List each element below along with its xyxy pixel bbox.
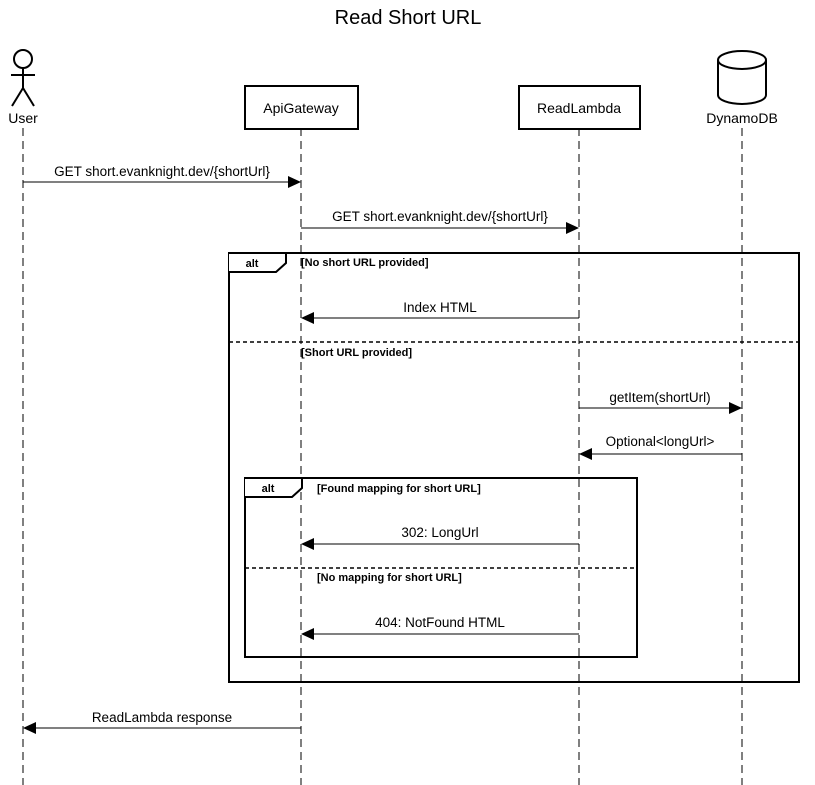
participant-api-gateway: ApiGateway [244,85,359,130]
user-actor-icon [11,49,35,107]
diagram-title: Read Short URL [335,7,482,29]
message-optional-long-url-label: Optional<longUrl> [606,434,715,449]
message-redirect-302-label: 302: LongUrl [401,525,478,540]
message-index-html: Index HTML [301,300,579,324]
participant-dynamodb-label: DynamoDB [706,110,778,126]
outer-alt-guard-2: [Short URL provided] [301,347,412,359]
message-redirect-302: 302: LongUrl [301,525,579,550]
message-lambda-response-label: ReadLambda response [92,710,232,725]
message-gateway-get: GET short.evanknight.dev/{shortUrl} [301,209,579,234]
message-get-item: getItem(shortUrl) [579,390,742,414]
message-get-item-label: getItem(shortUrl) [609,390,710,405]
participant-read-lambda-label: ReadLambda [537,100,621,116]
message-user-get: GET short.evanknight.dev/{shortUrl} [23,164,301,188]
inner-alt-tag: alt [262,483,275,495]
message-not-found-404-label: 404: NotFound HTML [375,615,505,630]
message-optional-long-url: Optional<longUrl> [579,434,742,460]
inner-alt-guard-2: [No mapping for short URL] [317,572,462,584]
inner-alt-guard-1: [Found mapping for short URL] [317,483,481,495]
message-user-get-label: GET short.evanknight.dev/{shortUrl} [54,164,270,179]
message-index-html-label: Index HTML [403,300,477,315]
participant-read-lambda: ReadLambda [518,85,641,130]
outer-alt-frame: alt [No short URL provided] [Short URL p… [228,252,800,683]
message-not-found-404: 404: NotFound HTML [301,615,579,640]
database-cylinder-icon [717,50,767,105]
message-gateway-get-label: GET short.evanknight.dev/{shortUrl} [332,209,548,224]
participant-api-gateway-label: ApiGateway [263,100,338,116]
participant-user-label: User [8,110,38,126]
outer-alt-guard-1: [No short URL provided] [301,257,429,269]
outer-alt-tag: alt [246,258,259,270]
message-lambda-response: ReadLambda response [23,710,301,734]
inner-alt-frame: alt [Found mapping for short URL] [No ma… [244,477,638,658]
